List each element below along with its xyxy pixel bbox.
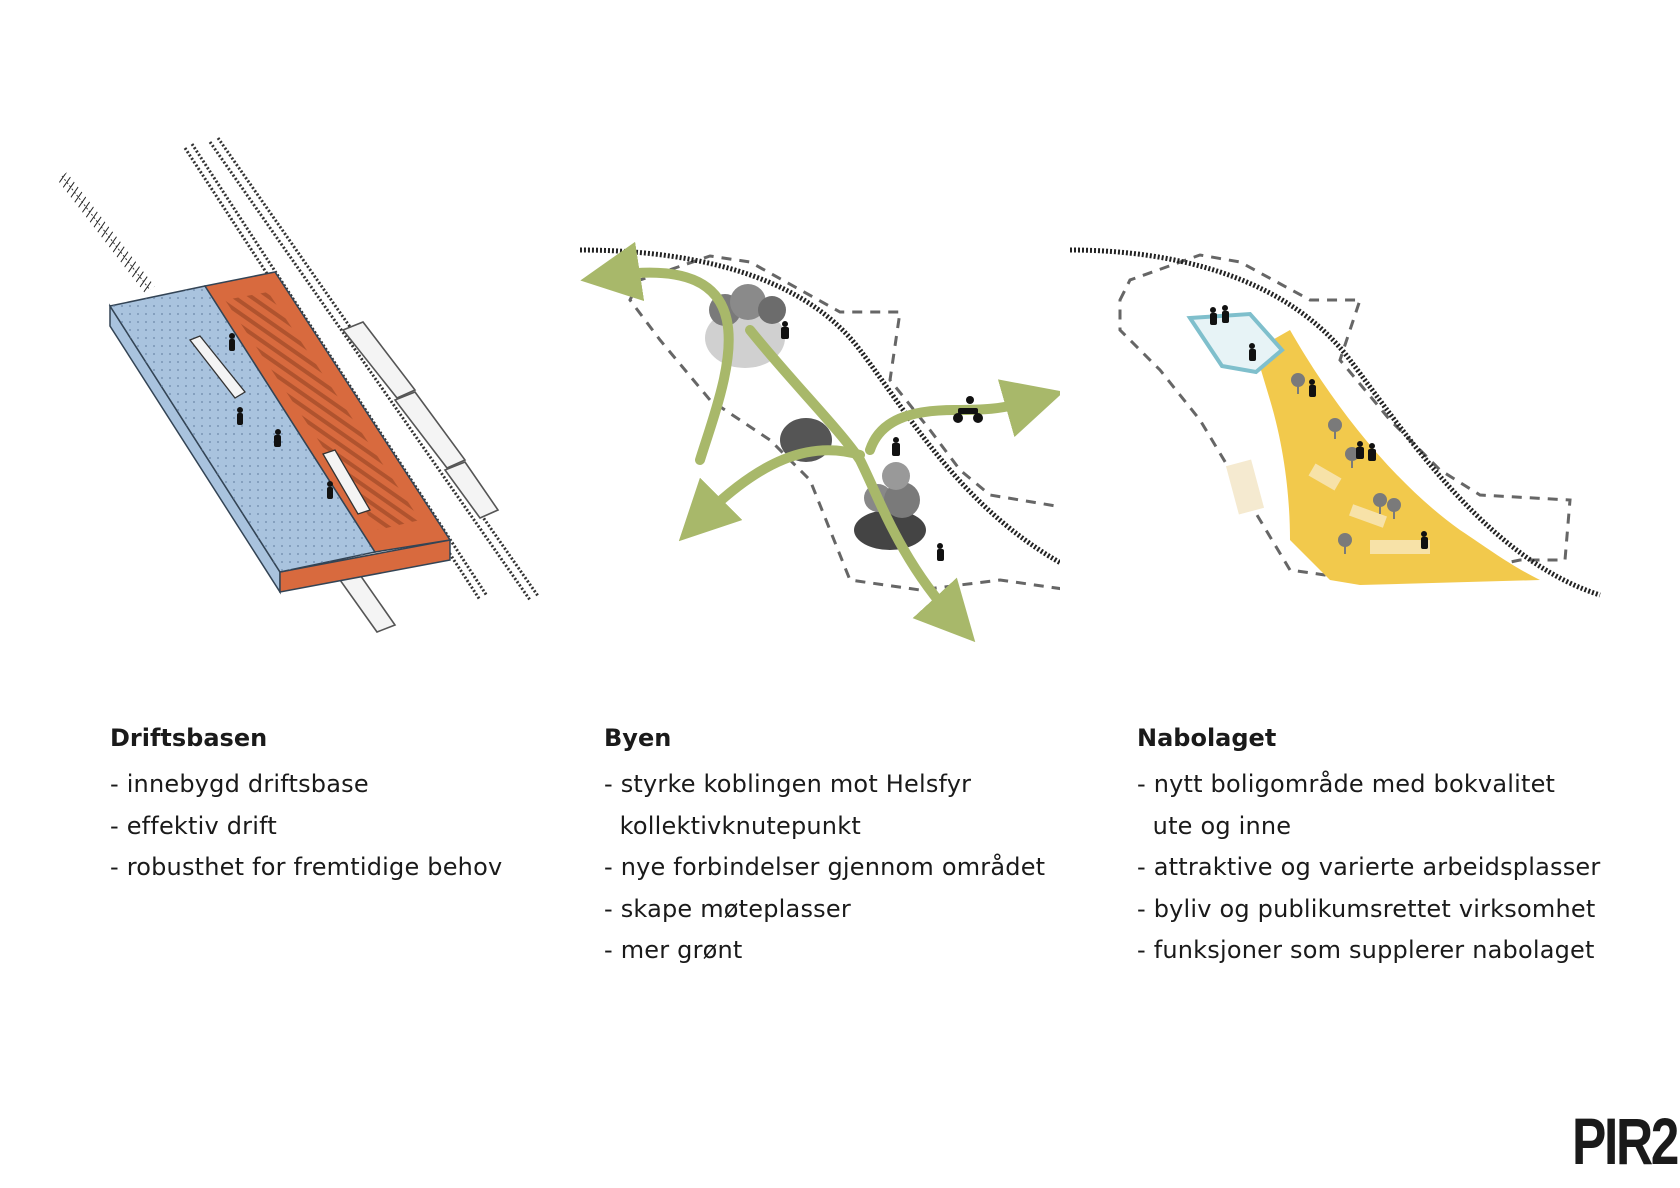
list-item: ute og inne [1137, 811, 1292, 840]
railway-track-icon [1069, 247, 1601, 598]
person-silhouette-icon [1210, 305, 1428, 549]
nabolaget-column: Nabolaget - nytt boligområde med bokvali… [1137, 722, 1657, 972]
list-item: - skape møteplasser [604, 894, 851, 923]
column-title: Byen [604, 724, 672, 752]
cyan-zone [1186, 311, 1285, 375]
motorcycle-icon [953, 396, 983, 423]
pir2-logo: PIR2 [1572, 1104, 1679, 1178]
yellow-zone [1255, 330, 1540, 585]
person-silhouette-icon [781, 321, 944, 561]
driftsbasen-diagram [57, 137, 540, 633]
column-title: Driftsbasen [110, 724, 268, 752]
person-silhouette-icon [229, 333, 333, 499]
railway-track-icon [579, 247, 1060, 566]
site-outline [628, 254, 1060, 592]
byen-diagram [579, 241, 1060, 643]
train-car-icon [188, 335, 371, 515]
list-item: - styrke koblingen mot Helsfyr [604, 770, 972, 798]
column-list: - innebygd driftsbase - effektiv drift -… [110, 764, 590, 889]
arrow-icon [580, 241, 1060, 643]
tree-icon [1291, 373, 1401, 554]
nabolaget-diagram [1069, 247, 1601, 598]
list-item: - robusthet for fremtidige behov [110, 853, 503, 881]
building-footprint [1225, 459, 1430, 554]
train-car-icon [338, 321, 500, 633]
column-list: - styrke koblingen mot Helsfyr kollektiv… [604, 764, 1084, 972]
list-item: - attraktive og varierte arbeidsplasser [1137, 853, 1601, 881]
driftsbasen-column: Driftsbasen - innebygd driftsbase - effe… [110, 722, 590, 889]
list-item: - byliv og publikumsrettet virksomhet [1137, 894, 1596, 923]
list-item: - effektiv drift [110, 811, 277, 840]
site-outline [1118, 253, 1572, 582]
list-item: - innebygd driftsbase [110, 770, 369, 798]
list-item: - nye forbindelser gjennom området [604, 853, 1046, 881]
list-item: - funksjoner som supplerer nabolaget [1137, 936, 1595, 964]
list-item: - nytt boligområde med bokvalitet [1137, 770, 1556, 798]
base-front [279, 539, 451, 593]
list-item: - mer grønt [604, 936, 743, 964]
list-item: kollektivknutepunkt [604, 811, 861, 840]
column-title: Nabolaget [1137, 724, 1277, 752]
byen-column: Byen - styrke koblingen mot Helsfyr koll… [604, 722, 1084, 972]
column-list: - nytt boligområde med bokvalitet ute og… [1137, 764, 1657, 972]
